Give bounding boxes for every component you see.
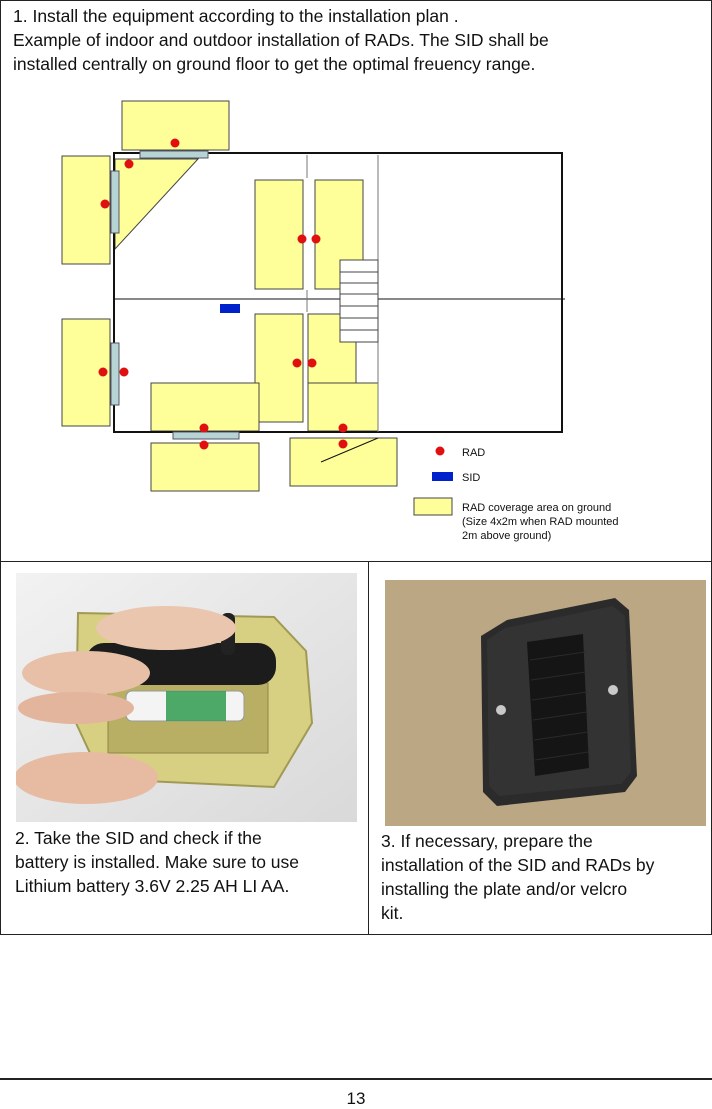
coverage-area bbox=[61, 155, 111, 265]
legend-sid-label: SID bbox=[462, 472, 480, 484]
step3-line4: kit. bbox=[381, 903, 404, 923]
rad-marker bbox=[100, 199, 110, 209]
rad-marker bbox=[119, 367, 129, 377]
step2-line3: Lithium battery 3.6V 2.25 AH LI AA. bbox=[15, 876, 290, 896]
diagram-legend: RAD SID RAD coverage area on ground (Siz… bbox=[413, 446, 619, 542]
step3-line2: installation of the SID and RADs by bbox=[381, 855, 655, 875]
sid-battery-photo bbox=[16, 573, 357, 822]
coverage-area bbox=[254, 313, 304, 423]
legend-coverage-line2: (Size 4x2m when RAD mounted bbox=[462, 516, 619, 528]
rad-marker bbox=[199, 423, 209, 433]
legend-coverage-line3: 2m above ground) bbox=[462, 530, 551, 542]
legend-coverage-icon bbox=[413, 497, 453, 516]
step3-line3: installing the plate and/or velcro bbox=[381, 879, 628, 899]
rad-marker bbox=[170, 138, 180, 148]
rad-marker bbox=[338, 439, 348, 449]
step1-body-line1: Example of indoor and outdoor installati… bbox=[13, 30, 549, 50]
step1-heading: 1. Install the equipment according to th… bbox=[13, 6, 459, 26]
legend-rad-label: RAD bbox=[462, 447, 485, 459]
coverage-area bbox=[254, 179, 304, 290]
building-outline bbox=[113, 152, 563, 433]
legend-coverage-line1: RAD coverage area on ground bbox=[462, 502, 611, 514]
coverage-area bbox=[307, 382, 379, 432]
rad-marker bbox=[307, 358, 317, 368]
coverage-area bbox=[150, 442, 260, 492]
step2-line1: 2. Take the SID and check if the bbox=[15, 828, 262, 848]
installation-plan-diagram: RAD SID RAD coverage area on ground (Siz… bbox=[61, 100, 619, 542]
step2-line2: battery is installed. Make sure to use bbox=[15, 852, 300, 872]
mounting-plate bbox=[110, 170, 120, 234]
mounting-plate bbox=[172, 431, 240, 440]
sid-marker bbox=[220, 304, 240, 313]
rad-marker bbox=[98, 367, 108, 377]
rad-marker bbox=[311, 234, 321, 244]
legend-rad-icon bbox=[435, 446, 445, 456]
rad-marker bbox=[199, 440, 209, 450]
rad-marker bbox=[124, 159, 134, 169]
step1-body-line2: installed centrally on ground floor to g… bbox=[13, 54, 536, 74]
rad-marker bbox=[292, 358, 302, 368]
staircase bbox=[339, 259, 379, 343]
page-number: 13 bbox=[346, 1089, 366, 1108]
legend-sid-icon bbox=[432, 472, 453, 481]
mounting-plate-photo bbox=[385, 580, 706, 826]
rad-marker bbox=[297, 234, 307, 244]
step3-line1: 3. If necessary, prepare the bbox=[381, 831, 593, 851]
footer-rule bbox=[0, 1078, 712, 1080]
rad-marker bbox=[338, 423, 348, 433]
mounting-plate bbox=[110, 342, 120, 406]
coverage-area bbox=[114, 158, 200, 251]
mounting-plate bbox=[139, 150, 209, 159]
